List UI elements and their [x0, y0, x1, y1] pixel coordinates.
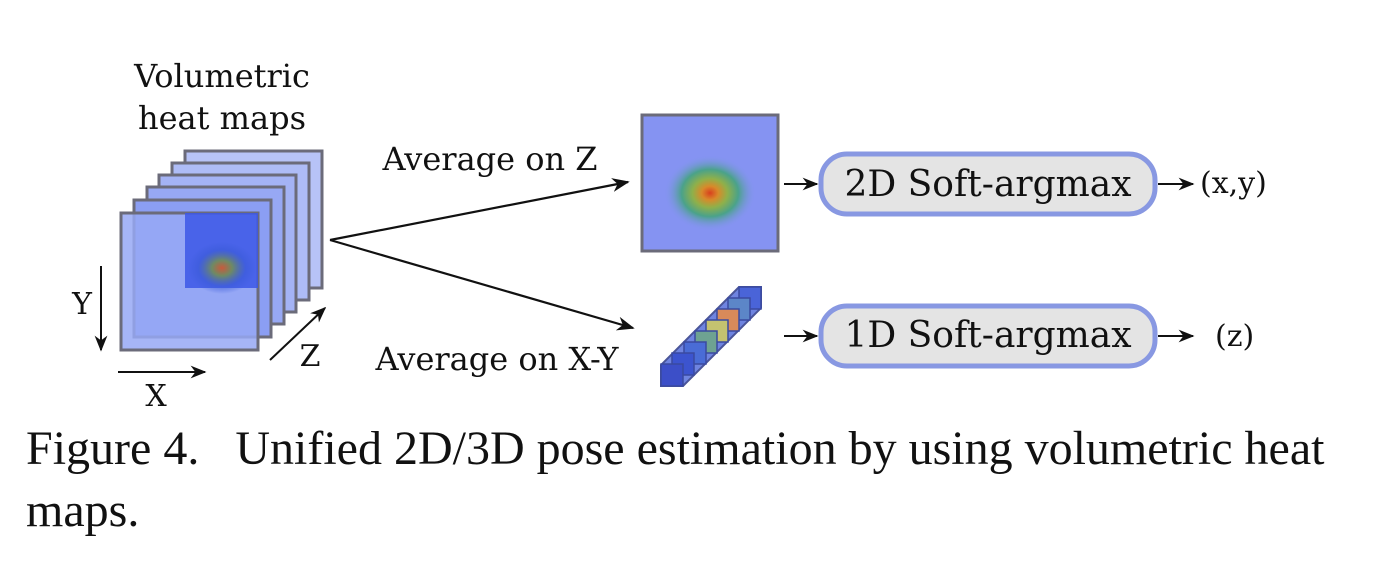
branch-arrow-bottom	[329, 238, 635, 331]
bar-cell	[660, 363, 684, 387]
volume-hotspot	[188, 242, 256, 294]
soft-argmax-1d-label: 1D Soft-argmax	[844, 315, 1131, 356]
output-2d-label: (x,y)	[1200, 166, 1267, 201]
volume-axes: Y X Z	[71, 266, 327, 414]
heatmap-volume-stack	[119, 149, 324, 352]
axis-x-label: X	[145, 379, 167, 414]
axis-z-label: Z	[300, 339, 321, 374]
caption-text: Unified 2D/3D pose estimation by using v…	[26, 422, 1325, 537]
soft-argmax-1d-box: 1D Soft-argmax	[818, 303, 1158, 369]
soft-argmax-2d-label: 2D Soft-argmax	[844, 164, 1131, 205]
heatmap-1d	[660, 286, 762, 387]
volume-title-line1: Volumetric	[133, 57, 310, 95]
heatmap-2d-hotspot	[664, 155, 756, 231]
figure-caption: Figure 4.Unified 2D/3D pose estimation b…	[26, 418, 1356, 542]
caption-number: Figure 4.	[26, 422, 200, 475]
axis-y-label: Y	[71, 287, 93, 322]
branch-bottom-label: Average on X-Y	[375, 340, 620, 378]
figure-diagram: Volumetric heat maps Y X Z Average on Z …	[71, 57, 1267, 414]
axis-z-arrow	[269, 306, 327, 361]
output-1d-label: (z)	[1215, 319, 1254, 354]
branch-arrow-top	[329, 178, 630, 242]
branch-top-label: Average on Z	[381, 140, 597, 178]
soft-argmax-2d-box: 2D Soft-argmax	[818, 151, 1158, 217]
volume-title-line2: heat maps	[138, 99, 306, 137]
heatmap-2d	[640, 113, 780, 253]
